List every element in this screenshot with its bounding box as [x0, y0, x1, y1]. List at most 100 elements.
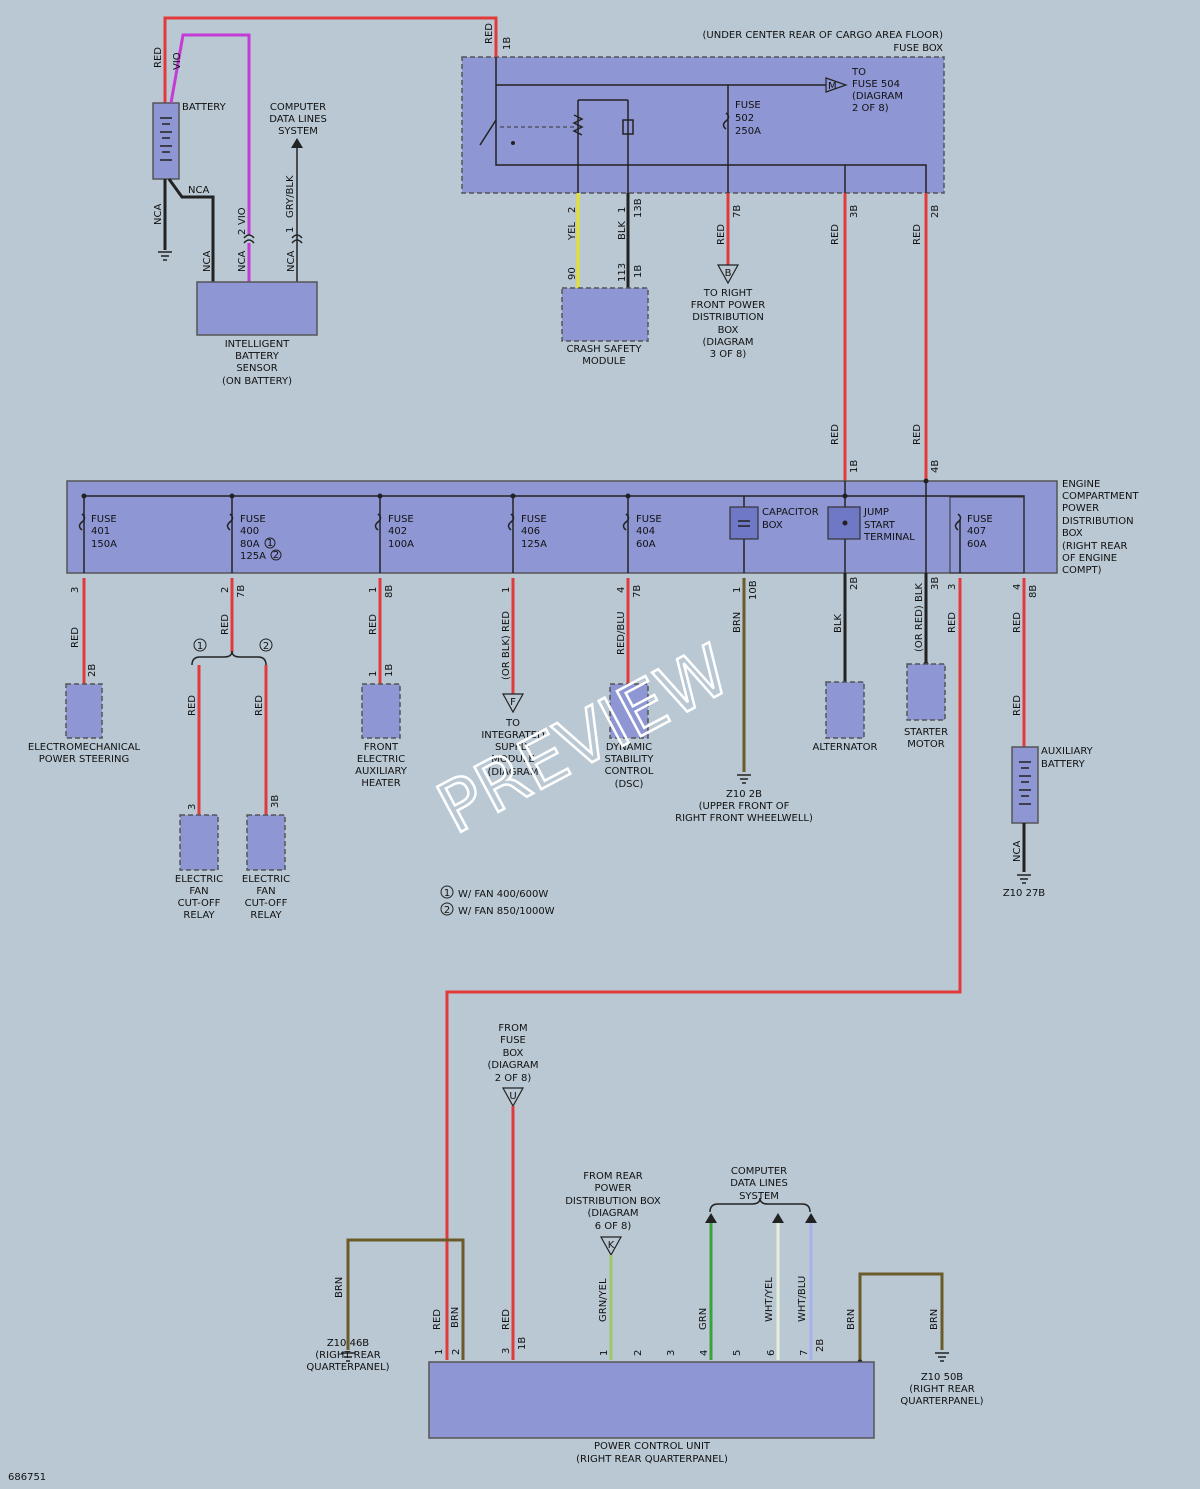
fuse-number: 406 [521, 526, 540, 537]
connector-k [599, 1236, 623, 1257]
to-fuse504-4: 2 OF 8) [852, 103, 889, 114]
pin-label: 10B [748, 580, 759, 600]
ibs-label: INTELLIGENT [225, 339, 290, 350]
pcu-label: POWER CONTROL UNIT [594, 1441, 711, 1452]
relay-label: CUT-OFF [178, 898, 221, 909]
wire-label-orred-blk: (OR RED) BLK [914, 583, 925, 652]
junction-dot [510, 493, 516, 499]
pin-label: 2 [451, 1349, 462, 1355]
fuse-number: 407 [967, 526, 986, 537]
relay-label: CUT-OFF [245, 898, 288, 909]
pin-label: 4 [616, 587, 627, 593]
wire-label-red: RED [368, 614, 379, 635]
from-fuse-box-label: 2 OF 8) [495, 1073, 532, 1084]
from-fuse-box-label: FROM [498, 1023, 527, 1034]
from-rear-pd-label: 6 OF 8) [595, 1221, 632, 1232]
capacitor-icon [738, 520, 750, 527]
fuse-label: FUSE [91, 514, 117, 525]
from-fuse-box-label: (DIAGRAM [488, 1060, 539, 1071]
fuse-label: FUSE [967, 514, 993, 525]
wire-label-brn: BRN [334, 1277, 345, 1298]
pin-label: 7 [799, 1350, 810, 1356]
pin-label: 3 [947, 584, 958, 590]
pin-label: 1 [501, 587, 512, 593]
from-rear-pd-label: FROM REAR [583, 1171, 642, 1182]
wire-label-red: RED [912, 224, 923, 245]
electromechanical-power-steering [65, 683, 103, 739]
dsc-label: (DSC) [615, 779, 644, 790]
heater-label: ELECTRIC [357, 754, 405, 765]
front-electric-auxiliary-heater [361, 683, 401, 739]
ecp-label: POWER [1062, 503, 1099, 514]
switch-dot [511, 141, 515, 145]
fuse-number: 401 [91, 526, 110, 537]
fusebox-bus [495, 57, 927, 193]
wire-label-vio: VIO [237, 207, 248, 225]
electric-fan-cutoff-relay-1 [179, 814, 219, 871]
connector-b-label: B [725, 268, 732, 279]
junction-dot [81, 493, 87, 499]
pin-label: 7B [632, 585, 643, 598]
auxiliary-battery [1011, 746, 1039, 824]
wire-label-red: RED [501, 1309, 512, 1330]
pin-label: 2 [633, 1350, 644, 1356]
note-marker-label: 2 [273, 550, 279, 561]
dynamic-stability-control [609, 683, 649, 739]
alternator-label: ALTERNATOR [813, 742, 878, 753]
note-marker [440, 885, 454, 899]
pin-label: 2B [930, 205, 941, 218]
fuse-rating: 100A [388, 539, 414, 550]
arrow-up-icon [772, 1213, 784, 1223]
ecp-label: COMPARTMENT [1062, 491, 1139, 502]
wire-battery-red [163, 16, 498, 103]
fuse502-number: 502 [735, 113, 754, 124]
ground-label: (RIGHT REAR [315, 1350, 380, 1361]
fuse-404: FUSE 404 60A [622, 493, 662, 573]
cdl-label: DATA LINES [269, 114, 327, 125]
cdl-bottom-label: DATA LINES [730, 1178, 788, 1189]
relay-label: RELAY [250, 910, 282, 921]
pin-label: 7B [236, 585, 247, 598]
wire-label-grnyel: GRN/YEL [598, 1278, 609, 1322]
fuse-label: FUSE [240, 514, 266, 525]
rfp-label: 3 OF 8) [710, 349, 747, 360]
ground-symbol [341, 1352, 355, 1362]
fuse-symbol [78, 513, 86, 531]
cdl-label: COMPUTER [270, 102, 326, 113]
fuse-symbol [226, 513, 234, 531]
pin-label: 2B [849, 577, 860, 590]
relay-lines [577, 99, 629, 193]
pin-label: 3 [666, 1350, 677, 1356]
wire-label-red: RED [830, 224, 841, 245]
diagram-id: 686751 [8, 1472, 46, 1483]
note-marker [440, 902, 454, 916]
ecp-label: OF ENGINE [1062, 553, 1117, 564]
ism-label: MODULE [491, 754, 534, 765]
ground-symbol [1017, 874, 1031, 884]
ground-label: Z10 50B [921, 1372, 963, 1383]
heater-label: HEATER [361, 778, 400, 789]
pin-label: 2 [567, 207, 578, 213]
option-marker-label: 1 [197, 641, 203, 652]
ground-symbol [935, 1352, 949, 1362]
rfp-label: DISTRIBUTION [692, 312, 764, 323]
starter-label: MOTOR [907, 739, 944, 750]
engine-compartment-power-distribution-box [66, 480, 1058, 574]
from-rear-pd-label: POWER [594, 1183, 631, 1194]
fuse-rating: 80A [240, 539, 260, 550]
pin-label: 1 [434, 1349, 445, 1355]
dsc-label: STABILITY [604, 754, 654, 765]
fusebox-title: FUSE BOX [893, 43, 943, 54]
wire-label-red: RED [830, 424, 841, 445]
battery-symbol [160, 117, 172, 161]
wire-red-pcu [445, 578, 962, 1360]
wire-label-red: RED [254, 695, 265, 716]
pin-label: 1 [617, 207, 628, 213]
rfp-label: BOX [718, 325, 739, 336]
wire-label-nca: NCA [153, 204, 164, 225]
to-fuse504-2: FUSE 504 [852, 79, 900, 90]
wire-label-red: RED [70, 627, 81, 648]
fuse502-rating: 250A [735, 126, 761, 137]
to-fuse504: TO [851, 67, 866, 78]
